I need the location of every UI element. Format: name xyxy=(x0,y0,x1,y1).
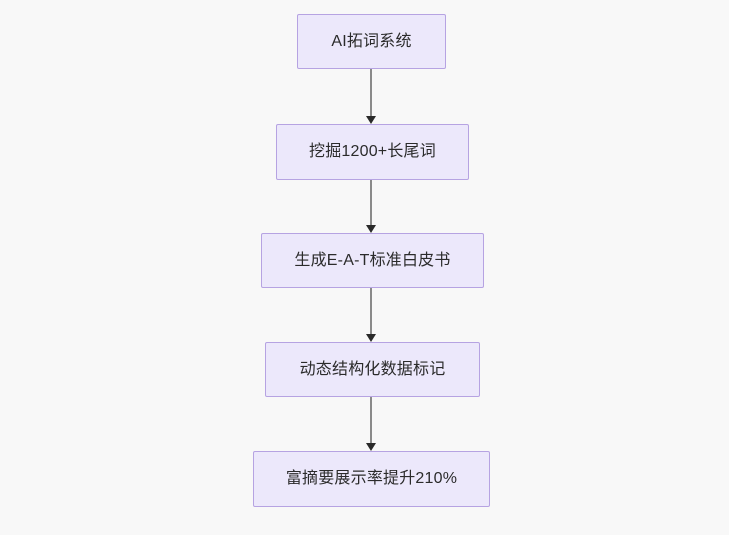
flowchart-node-mine-longtail-keywords[interactable]: 挖掘1200+长尾词 xyxy=(276,124,469,180)
edge-line xyxy=(370,69,372,116)
node-label: AI拓词系统 xyxy=(331,32,412,50)
arrow-down-icon xyxy=(366,334,376,342)
node-label: 生成E-A-T标准白皮书 xyxy=(294,251,451,269)
edge-line xyxy=(370,180,372,225)
edge-line xyxy=(370,397,372,443)
node-label: 富摘要展示率提升210% xyxy=(285,470,458,487)
flowchart-node-dynamic-structured-data-markup[interactable]: 动态结构化数据标记 xyxy=(265,342,480,397)
node-label: 动态结构化数据标记 xyxy=(299,360,446,378)
flowchart-node-ai-keyword-system[interactable]: AI拓词系统 xyxy=(297,14,446,69)
flowchart-node-rich-snippet-rate-increase[interactable]: 富摘要展示率提升210% xyxy=(253,451,490,507)
edge-line xyxy=(370,288,372,334)
arrow-down-icon xyxy=(366,225,376,233)
arrow-down-icon xyxy=(366,443,376,451)
flowchart-node-generate-eat-whitepaper[interactable]: 生成E-A-T标准白皮书 xyxy=(261,233,484,288)
node-label: 挖掘1200+长尾词 xyxy=(309,143,436,160)
arrow-down-icon xyxy=(366,116,376,124)
